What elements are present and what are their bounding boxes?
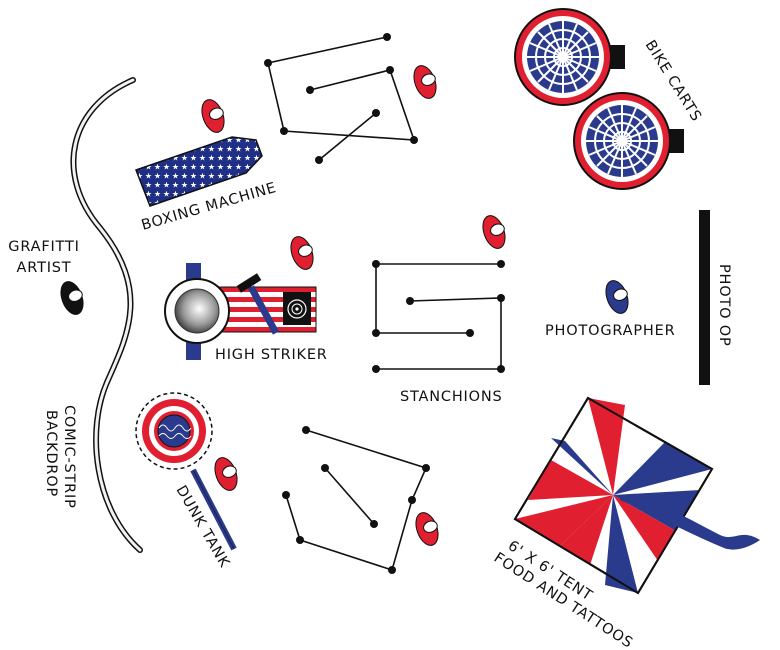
dunk-tank: [135, 392, 237, 551]
tent-icon: [513, 396, 760, 595]
mallet-handle: [247, 285, 280, 335]
high-striker: [164, 263, 317, 360]
person-marker-icon: [214, 457, 238, 491]
umbrella-icon: [514, 8, 612, 106]
stanchion-posts-top: [264, 33, 418, 164]
label-photographer: PHOTOGRAPHER: [545, 323, 675, 339]
stanchion-posts-middle: [372, 260, 505, 373]
label-stanchions: STANCHIONS: [400, 389, 502, 405]
person-marker-icon: [60, 281, 84, 315]
label-high-striker: HIGH STRIKER: [215, 347, 328, 363]
comic-strip-backdrop-wall: [70, 77, 143, 553]
person-marker-icon: [605, 280, 629, 314]
label-photo-op: PHOTO OP: [716, 264, 732, 347]
bike-cart-2: [573, 92, 684, 190]
umbrella-icon: [573, 92, 671, 190]
mallet-head: [236, 273, 262, 293]
bike-cart-1: [514, 8, 625, 106]
person-marker-icon: [201, 99, 225, 133]
person-marker-icon: [290, 236, 314, 270]
label-comic-strip-line1: COMIC-STRIP: [61, 405, 77, 509]
photo-op-backdrop: [699, 210, 710, 385]
stanchions-middle: [375, 263, 502, 370]
stanchion-posts-bottom: [282, 426, 430, 574]
boxing-machine: [135, 136, 263, 207]
label-grafitti-artist-line1: GRAFITTI: [8, 239, 79, 255]
stanchions-top: [267, 36, 416, 161]
person-marker-icon: [482, 215, 506, 249]
tent-ribbon-icon: [620, 496, 760, 550]
label-comic-strip-line2: BACKDROP: [43, 410, 59, 497]
label-grafitti-artist-line2: ARTIST: [17, 260, 72, 276]
stanchions-bottom: [285, 429, 428, 572]
person-marker-icon: [415, 512, 439, 546]
person-marker-icon: [413, 65, 437, 99]
